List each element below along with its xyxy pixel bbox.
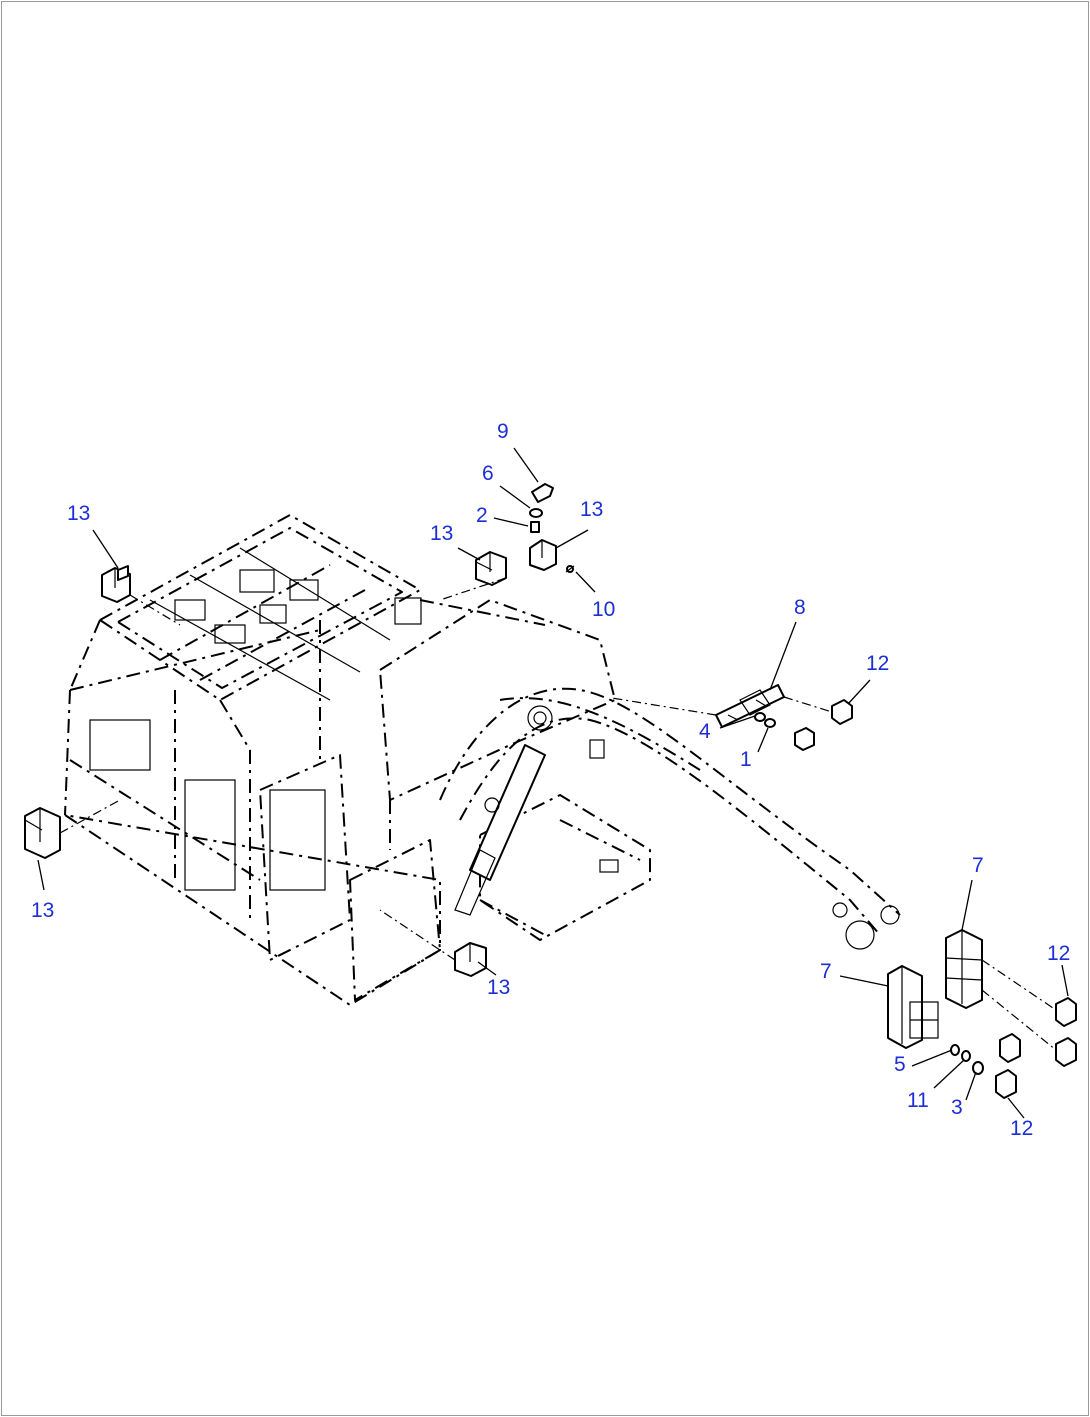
callout-9: 9 bbox=[497, 420, 509, 443]
callout-10: 10 bbox=[592, 598, 615, 621]
screw-10 bbox=[565, 565, 575, 573]
bolt-2 bbox=[530, 521, 540, 533]
bulb-12-a bbox=[1055, 997, 1077, 1027]
callout-13-left: 13 bbox=[31, 899, 54, 922]
lamp-13-bottom bbox=[454, 942, 487, 977]
bulb-near-8 bbox=[794, 727, 815, 751]
callout-13-top-mid: 13 bbox=[430, 522, 453, 545]
bulb-12-b bbox=[1055, 1037, 1077, 1067]
callout-4: 4 bbox=[699, 720, 711, 743]
lamp-housing-7-front bbox=[887, 965, 939, 1049]
callout-11: 11 bbox=[907, 1089, 929, 1112]
washer-4-1 bbox=[754, 712, 776, 728]
callout-2: 2 bbox=[476, 504, 488, 527]
lamp-12-upper bbox=[831, 699, 853, 725]
callout-1: 1 bbox=[740, 748, 752, 771]
boom bbox=[439, 687, 901, 950]
bulb-12-c bbox=[999, 1033, 1021, 1063]
washer-5-11-3 bbox=[950, 1044, 984, 1075]
callout-7-front: 7 bbox=[820, 960, 832, 983]
lamp-housing-7-back bbox=[945, 929, 983, 1009]
lamp-13-left bbox=[24, 807, 61, 859]
callout-13-bottom: 13 bbox=[487, 976, 510, 999]
lamp-13-top-right bbox=[529, 539, 557, 571]
callout-3: 3 bbox=[951, 1096, 963, 1119]
leader-lines bbox=[37, 447, 1069, 1119]
upper-structure bbox=[379, 599, 651, 941]
callout-6: 6 bbox=[482, 462, 494, 485]
callout-8: 8 bbox=[794, 596, 806, 619]
lamp-13-top-left bbox=[101, 565, 131, 603]
bracket-9 bbox=[531, 483, 554, 503]
callout-labels: 13 9 6 2 13 13 10 8 12 4 1 13 13 7 7 12 … bbox=[31, 420, 1070, 1140]
callout-13-top-right: 13 bbox=[580, 498, 603, 521]
bulb-12-d bbox=[995, 1069, 1017, 1099]
callout-12-upper: 12 bbox=[866, 652, 889, 675]
callout-13-top-left: 13 bbox=[67, 502, 90, 525]
washer-6 bbox=[529, 508, 543, 518]
callout-12-bottom: 12 bbox=[1010, 1117, 1033, 1140]
callout-7-back: 7 bbox=[972, 854, 984, 877]
cab-frame bbox=[64, 514, 441, 1006]
callout-12-right: 12 bbox=[1047, 942, 1070, 965]
callout-5: 5 bbox=[894, 1053, 906, 1076]
